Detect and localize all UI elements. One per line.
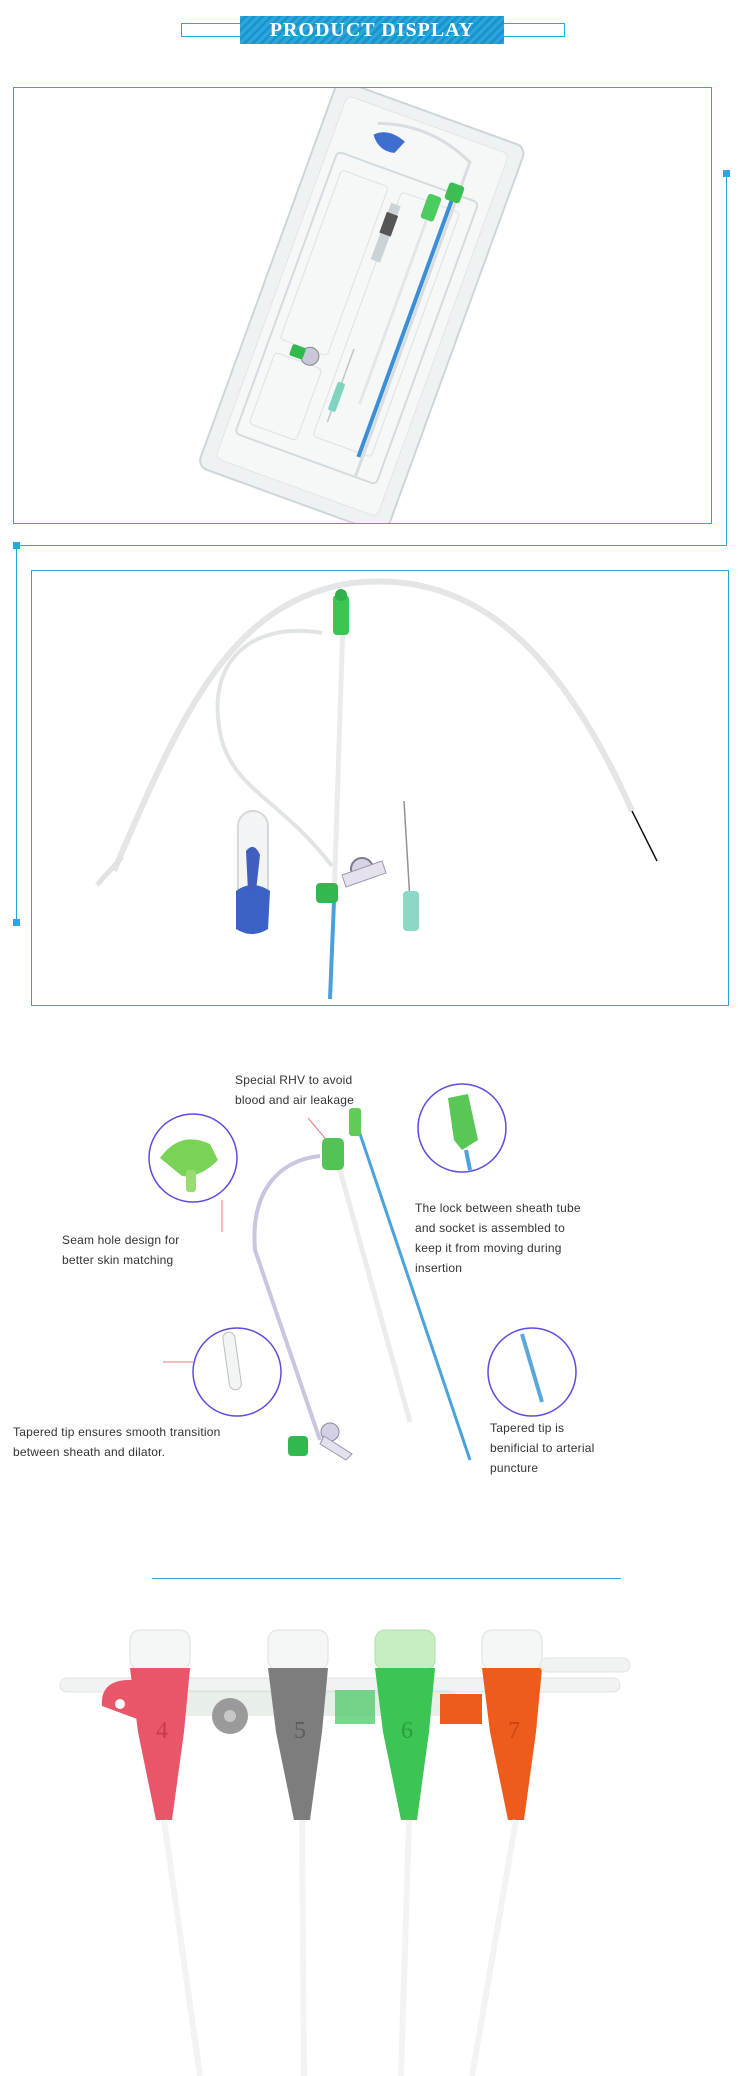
hub-label: 7 [508,1718,520,1744]
packaged-kit-image [199,88,525,523]
hub-label: 6 [401,1718,413,1744]
annotation-seam-hole: Seam hole design for better skin matchin… [62,1233,180,1267]
connector-line [16,545,727,546]
sheath-hubs-image: 4 5 6 7 [59,1629,631,2076]
section-divider [152,1578,621,1579]
annotation-lock: The lock between sheath tube and socket … [415,1201,581,1275]
connector-dot [723,170,730,177]
section-title: PRODUCT DISPLAY [240,16,504,44]
annotation-tapered-arterial: Tapered tip is benificial to arterial pu… [490,1421,595,1475]
annotation-rhv: Special RHV to avoid blood and air leaka… [235,1073,354,1107]
hub-label: 5 [294,1718,306,1744]
hub-5: 5 [212,1629,329,2076]
connector-line [726,174,727,546]
hub-7: 7 [440,1629,631,2076]
hub-label: 4 [156,1718,168,1744]
hub-4: 4 [101,1629,203,2076]
connector-dot [13,919,20,926]
hub-6: 6 [335,1629,436,2076]
components-frame [31,570,729,1006]
connector-dot [13,542,20,549]
packaged-kit-frame [13,87,712,524]
annotated-diagram [148,1083,577,1461]
connector-line [16,545,17,923]
components-image [95,578,658,1000]
annotation-tapered-sheath: Tapered tip ensures smooth transition be… [13,1425,221,1459]
